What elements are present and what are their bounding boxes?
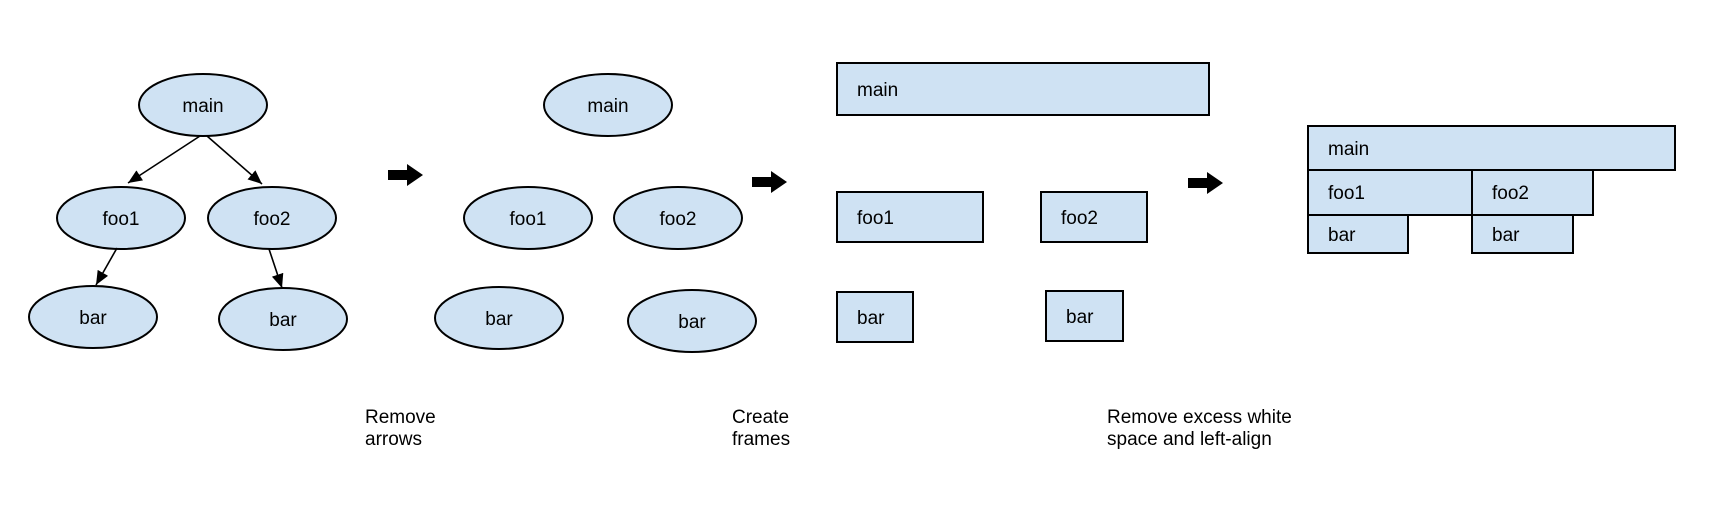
tree-bar-left-label: bar [79, 308, 107, 329]
flame-foo1-label: foo1 [1328, 183, 1365, 204]
flame-foo2-label: foo2 [1492, 183, 1529, 204]
frames-foo1-rect [836, 191, 984, 243]
noarrows-bar-right-ellipse [627, 289, 757, 353]
tree-foo1-label: foo1 [103, 209, 140, 230]
flame-main-label: main [1328, 139, 1369, 160]
tree-bar-left-ellipse [28, 285, 158, 349]
tree-bar-right-ellipse [218, 287, 348, 351]
frames-main-rect [836, 62, 1210, 116]
caption-create-frames-line1: Create [732, 407, 790, 428]
caption-left-align: Remove excess white space and left-align [1107, 407, 1292, 451]
noarrows-main-ellipse [543, 73, 673, 137]
frames-foo1-label: foo1 [857, 208, 894, 229]
edge-foo1-to-bar-arrow [95, 247, 118, 286]
flame-foo2-rect [1471, 169, 1594, 216]
panel-no-arrows: main foo1 foo2 bar bar [434, 73, 757, 353]
caption-remove-arrows-line2: arrows [365, 429, 423, 450]
panel-flame-graph: main foo1 foo2 bar bar [1307, 125, 1676, 254]
step2-to-step3-arrow-icon [752, 171, 787, 193]
noarrows-foo1-label: foo1 [510, 209, 547, 230]
frames-main-label: main [857, 80, 898, 101]
frames-foo2-label: foo2 [1061, 208, 1098, 229]
flame-bar-left-rect [1307, 214, 1409, 254]
frames-foo2-rect [1040, 191, 1148, 243]
noarrows-bar-right-label: bar [678, 312, 706, 333]
frames-bar-right-rect [1045, 290, 1124, 342]
flame-bar-right-label: bar [1492, 225, 1520, 246]
caption-remove-arrows: Remove arrows [365, 407, 436, 451]
tree-foo2-ellipse [207, 186, 337, 250]
caption-left-align-line1: Remove excess white [1107, 407, 1292, 428]
tree-foo1-ellipse [56, 186, 186, 250]
caption-create-frames: Create frames [732, 407, 790, 451]
noarrows-foo1-ellipse [463, 186, 593, 250]
caption-create-frames-line2: frames [732, 429, 791, 450]
edge-main-to-foo1-arrow [127, 135, 201, 184]
step1-to-step2-arrow-icon [388, 164, 423, 186]
frames-bar-right-label: bar [1066, 307, 1094, 328]
noarrows-foo2-label: foo2 [660, 209, 697, 230]
edge-foo2-to-bar-arrow [268, 248, 284, 289]
step3-to-step4-arrow-icon [1188, 172, 1223, 194]
noarrows-bar-left-ellipse [434, 286, 564, 350]
flame-main-rect [1307, 125, 1676, 171]
noarrows-main-label: main [587, 96, 628, 117]
caption-remove-arrows-line1: Remove [365, 407, 436, 428]
flame-bar-left-label: bar [1328, 225, 1356, 246]
edge-main-to-foo2-arrow [206, 135, 263, 185]
caption-left-align-line2: space and left-align [1107, 429, 1272, 450]
tree-foo2-label: foo2 [254, 209, 291, 230]
tree-bar-right-label: bar [269, 310, 297, 331]
noarrows-bar-left-label: bar [485, 309, 513, 330]
panel-call-tree: main foo1 foo2 bar bar [28, 73, 348, 351]
tree-main-ellipse [138, 73, 268, 137]
noarrows-foo2-ellipse [613, 186, 743, 250]
frames-bar-left-label: bar [857, 308, 885, 329]
tree-main-label: main [182, 96, 223, 117]
flame-bar-right-rect [1471, 214, 1574, 254]
panel-frames: main foo1 foo2 bar bar [836, 62, 1210, 343]
frames-bar-left-rect [836, 291, 914, 343]
